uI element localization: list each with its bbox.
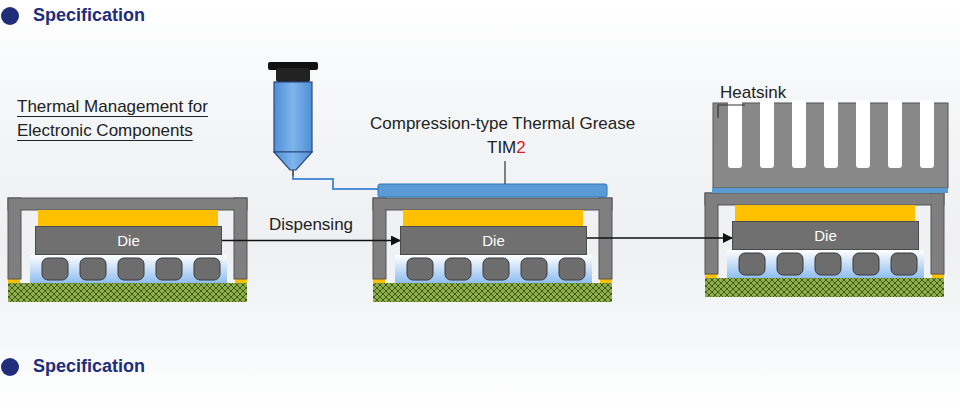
bullet-dot bbox=[1, 7, 19, 25]
leader-line bbox=[504, 161, 505, 184]
package bbox=[8, 198, 247, 302]
title-text: Thermal Management for Electronic Compon… bbox=[17, 95, 249, 143]
step-label: Dispensing bbox=[269, 214, 353, 235]
thermal-grease bbox=[712, 188, 948, 193]
bullet-dot bbox=[1, 358, 19, 376]
heatsink bbox=[713, 100, 948, 188]
flow-arrow bbox=[587, 237, 732, 238]
part-label: Compression-type Thermal Grease bbox=[370, 113, 635, 134]
section-heading: Specification bbox=[33, 5, 145, 26]
die-label: Die bbox=[814, 227, 837, 245]
die-box: Die bbox=[732, 221, 919, 250]
die-label: Die bbox=[482, 232, 505, 250]
die-label: Die bbox=[117, 232, 140, 250]
section-heading: Specification bbox=[33, 356, 145, 377]
syringe bbox=[268, 62, 380, 189]
part-label: TIM bbox=[487, 137, 516, 158]
part-label: Heatsink bbox=[720, 82, 786, 103]
thermal-grease bbox=[378, 184, 607, 197]
die-box: Die bbox=[35, 226, 222, 255]
leader-line bbox=[718, 105, 745, 118]
die-box: Die bbox=[400, 226, 587, 255]
flow-arrow bbox=[222, 240, 400, 241]
package bbox=[705, 193, 944, 297]
package bbox=[373, 198, 612, 302]
part-label: 2 bbox=[516, 137, 525, 158]
